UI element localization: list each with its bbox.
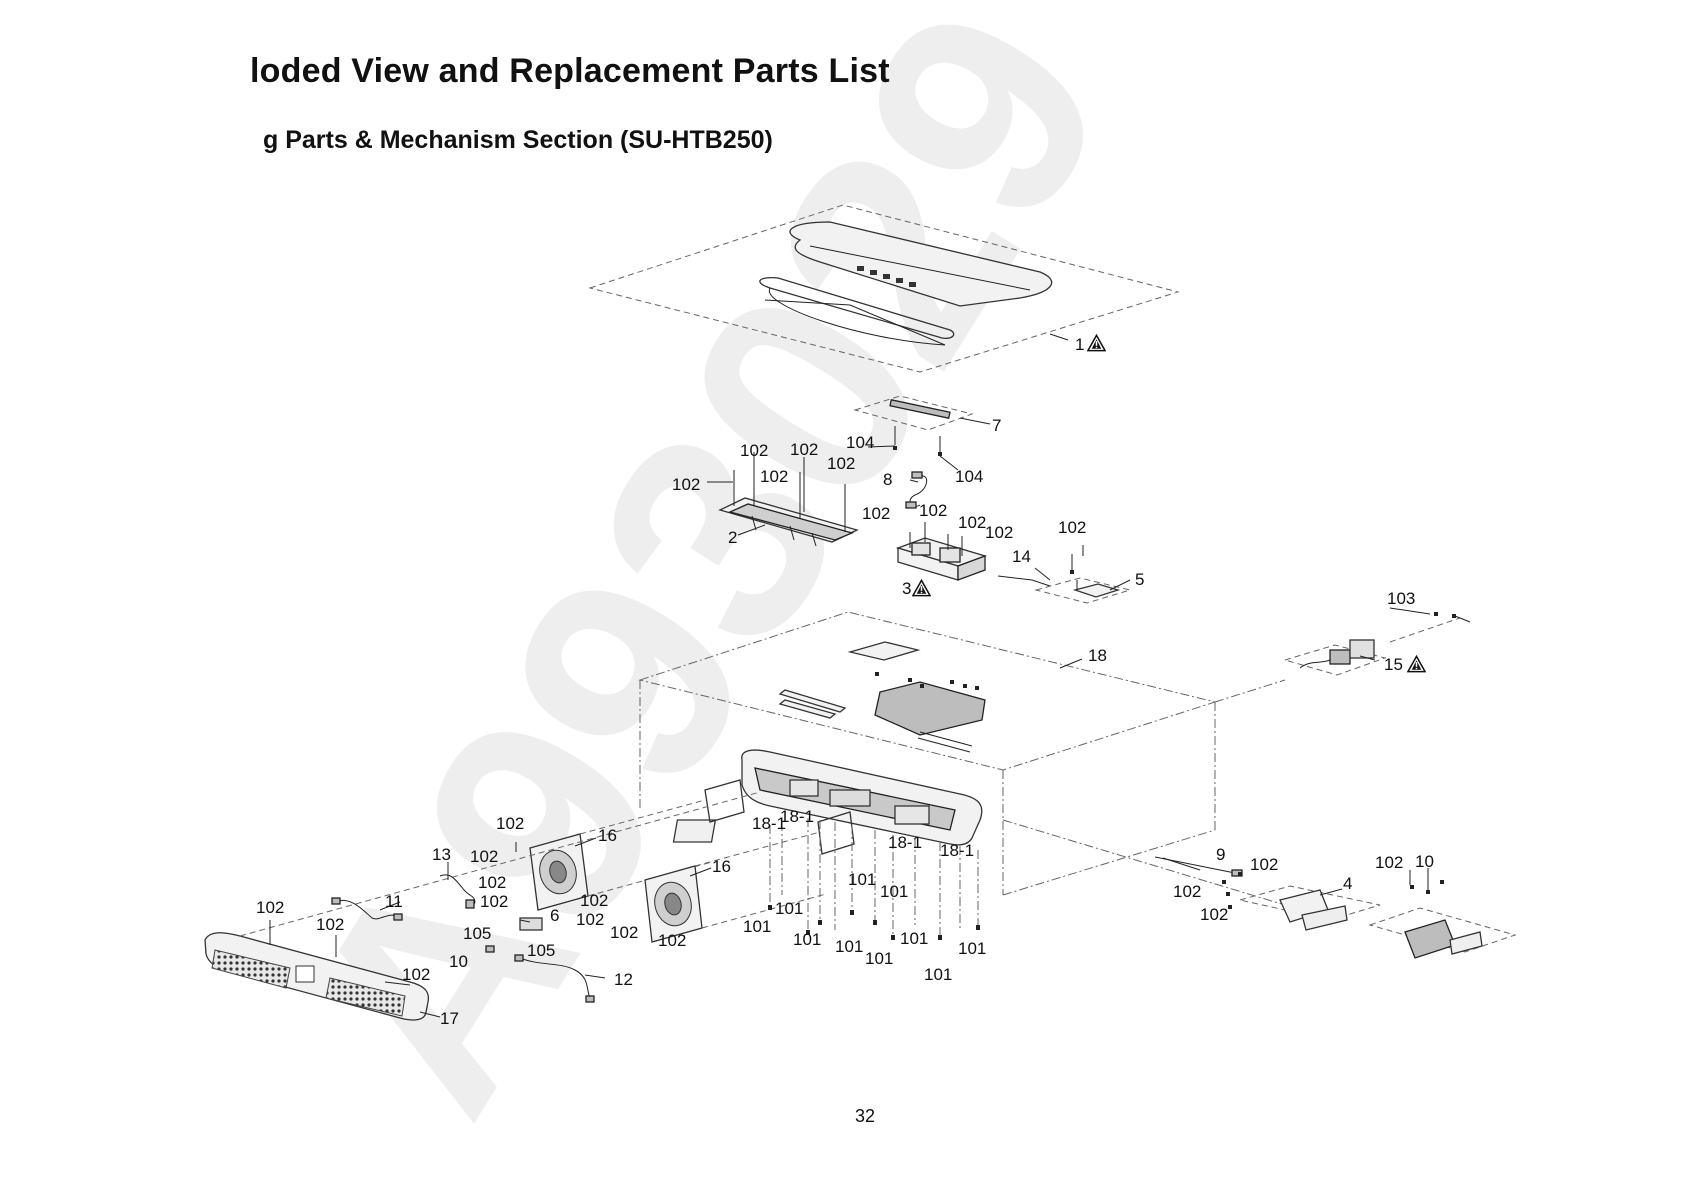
callout-leaders [269,333,1431,1018]
callout-102: 102 [402,965,430,984]
jack-part-15 [1214,612,1471,703]
speaker-left-part-16 [529,799,713,911]
callout-13: 13 [432,845,451,864]
board-part-2 [718,452,859,547]
callout-101: 101 [793,930,821,949]
callout-11: 11 [385,892,403,911]
callout-102: 102 [1173,882,1201,901]
callout-104: 104 [955,467,983,486]
callout-18-1: 18-1 [752,814,786,833]
callout-3: 3 [902,579,911,598]
callout-102: 102 [1250,855,1278,874]
callout-15: 15 [1384,655,1403,674]
main-cabinet-assembly [638,611,1217,896]
callout-6: 6 [550,906,559,925]
callout-101: 101 [848,870,876,889]
callout-101: 101 [835,937,863,956]
callout-8: 8 [883,470,892,489]
callout-101: 101 [880,882,908,901]
callout-18-1: 18-1 [780,807,814,826]
callout-17: 17 [440,1009,459,1028]
callout-10: 10 [449,952,468,971]
callout-102: 102 [862,504,890,523]
callout-101: 101 [743,917,771,936]
front-grille-part-17 [204,791,761,1021]
callout-2: 2 [728,528,737,547]
callout-18-1: 18-1 [940,841,974,860]
callout-102: 102 [1375,853,1403,872]
callout-102: 102 [740,441,768,460]
callout-102: 102 [610,923,638,942]
callout-102: 102 [470,847,498,866]
callout-10: 10 [1415,852,1434,871]
callout-104: 104 [846,433,874,452]
callout-101: 101 [924,965,952,984]
callout-labels: 1 7 104 104 102 102 102 102 102 8 2 102 … [256,334,1434,1028]
callout-102: 102 [478,873,506,892]
callout-102: 102 [316,915,344,934]
callout-7: 7 [992,416,1001,435]
warning-triangle-icon [912,579,931,597]
speaker-right-part-16 [644,779,855,943]
screw-101-leaders [768,818,980,940]
warning-triangle-icon [1407,655,1426,673]
callout-101: 101 [958,939,986,958]
callout-101: 101 [900,929,928,948]
callout-102: 102 [576,910,604,929]
callout-5: 5 [1135,570,1144,589]
callout-102: 102 [658,931,686,950]
top-cover-assembly [588,204,1180,373]
callout-105: 105 [463,924,491,943]
callout-102: 102 [580,891,608,910]
warning-triangle-icon [1087,334,1106,352]
callout-102: 102 [496,814,524,833]
callout-102: 102 [760,467,788,486]
callout-102: 102 [1200,905,1228,924]
power-board-part-3 [895,522,988,581]
section-subtitle: g Parts & Mechanism Section (SU-HTB250) [263,126,773,154]
callout-105: 105 [527,941,555,960]
callout-102: 102 [672,475,700,494]
page-number: 32 [855,1106,876,1126]
callout-102: 102 [985,523,1013,542]
connector-part-8 [905,471,928,509]
callout-101: 101 [775,899,803,918]
callout-103: 103 [1387,589,1415,608]
page-title: loded View and Replacement Parts List [250,52,890,90]
callout-9: 9 [1216,845,1225,864]
callout-102: 102 [919,501,947,520]
callout-101: 101 [865,949,893,968]
callout-1: 1 [1075,335,1084,354]
bracket-part-7 [853,395,974,456]
callout-18-1: 18-1 [888,833,922,852]
callout-102: 102 [827,454,855,473]
right-board-assembly [1002,819,1517,959]
callout-14: 14 [1012,547,1031,566]
callout-102: 102 [790,440,818,459]
callout-4: 4 [1343,874,1352,893]
small-parts-14-5 [997,554,1132,604]
callout-18: 18 [1088,646,1107,665]
callout-102: 102 [480,892,508,911]
wire-parts [331,874,595,1003]
callout-16: 16 [712,857,731,876]
callout-16: 16 [598,826,617,845]
callout-102: 102 [256,898,284,917]
callout-12: 12 [614,970,633,989]
callout-102: 102 [1058,518,1086,537]
callout-102: 102 [958,513,986,532]
